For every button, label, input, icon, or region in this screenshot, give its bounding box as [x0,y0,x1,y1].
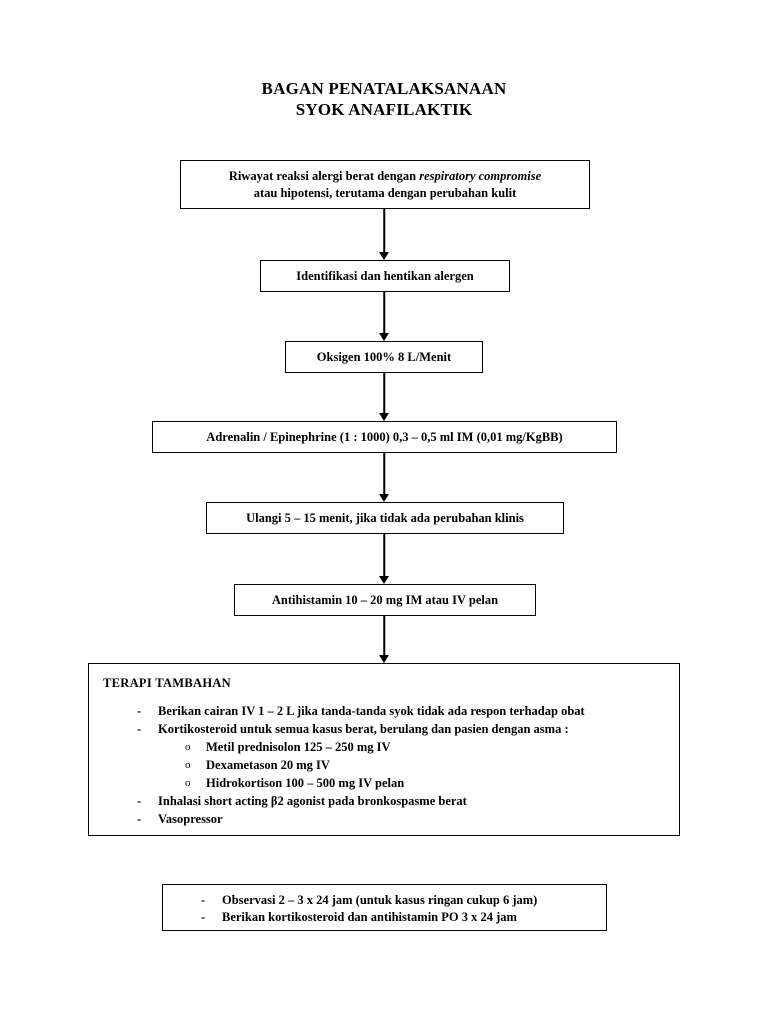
bullet-dash-icon: - [201,893,206,907]
additional-therapy-list: - Berikan cairan IV 1 – 2 L jika tanda-t… [103,702,665,828]
bullet-dash-icon: - [137,704,142,718]
flow-node-antihistamine-label: Antihistamin 10 – 20 mg IM atau IV pelan [271,592,499,607]
arrow-head-icon [379,252,389,260]
arrow-head-icon [379,333,389,341]
page-title-line-2: SYOK ANAFILAKTIK [295,100,473,119]
list-item-text: Hidrokortison 100 – 500 mg IV pelan [206,776,405,790]
flow-node-identify-allergen-label: Identifikasi dan hentikan alergen [296,268,474,283]
arrow-stem [383,616,385,655]
page-title-line-1: BAGAN PENATALAKSANAAN [261,79,507,98]
flow-node-repeat-dose-label: Ulangi 5 – 15 menit, jika tidak ada peru… [246,510,524,525]
list-item: - Berikan cairan IV 1 – 2 L jika tanda-t… [103,702,665,720]
list-item-text: Dexametason 20 mg IV [206,758,330,772]
arrow-head-icon [379,576,389,584]
flow-node-additional-therapy: TERAPI TAMBAHAN - Berikan cairan IV 1 – … [88,663,680,836]
flow-node-history: Riwayat reaksi alergi berat dengan respi… [180,160,590,209]
flow-arrow-repeat-to-antihistamine [377,534,391,584]
list-item: o Dexametason 20 mg IV [103,756,665,774]
bullet-circle-icon: o [185,741,191,753]
flow-arrow-history-to-identify [377,209,391,260]
flow-node-oxygen-label: Oksigen 100% 8 L/Menit [316,349,452,364]
arrow-stem [383,373,385,413]
bullet-dash-icon: - [137,794,142,808]
arrow-head-icon [379,494,389,502]
arrow-stem [383,292,385,333]
arrow-stem [383,534,385,576]
list-item: o Metil prednisolon 125 – 250 mg IV [103,738,665,756]
flow-node-identify-allergen: Identifikasi dan hentikan alergen [260,260,510,292]
flow-node-adrenalin-label: Adrenalin / Epinephrine (1 : 1000) 0,3 –… [206,429,563,444]
list-item-text: Berikan cairan IV 1 – 2 L jika tanda-tan… [158,704,585,718]
list-item-text: Vasopressor [158,812,223,826]
arrow-stem [383,453,385,494]
bullet-circle-icon: o [185,777,191,789]
flow-arrow-antihistamine-to-therapy [377,616,391,663]
list-item-text: Observasi 2 – 3 x 24 jam (untuk kasus ri… [222,893,538,907]
flow-node-repeat-dose: Ulangi 5 – 15 menit, jika tidak ada peru… [206,502,564,534]
list-item: - Berikan kortikosteroid dan antihistami… [173,909,596,926]
list-item: o Hidrokortison 100 – 500 mg IV pelan [103,774,665,792]
arrow-head-icon [379,413,389,421]
list-item-text: Metil prednisolon 125 – 250 mg IV [206,740,391,754]
flow-node-history-line-1-prefix: Riwayat reaksi alergi berat dengan [228,168,420,183]
flow-arrow-oxygen-to-adrenalin [377,373,391,421]
flow-node-antihistamine: Antihistamin 10 – 20 mg IM atau IV pelan [234,584,536,616]
flow-arrow-identify-to-oxygen [377,292,391,341]
flow-arrow-adrenalin-to-repeat [377,453,391,502]
bullet-circle-icon: o [185,759,191,771]
list-item: - Observasi 2 – 3 x 24 jam (untuk kasus … [173,892,596,909]
page-title: BAGAN PENATALAKSANAAN SYOK ANAFILAKTIK [0,78,768,120]
flow-node-history-text: Riwayat reaksi alergi berat dengan respi… [229,168,541,202]
flow-node-history-line-1-italic: respiratory compromise [419,168,542,183]
list-item: - Inhalasi short acting β2 agonist pada … [103,792,665,810]
arrow-head-icon [379,655,389,663]
flow-node-adrenalin: Adrenalin / Epinephrine (1 : 1000) 0,3 –… [152,421,617,453]
list-item-text: Kortikosteroid untuk semua kasus berat, … [158,722,569,736]
bullet-dash-icon: - [137,722,142,736]
bullet-dash-icon: - [137,812,142,826]
bullet-dash-icon: - [201,910,206,924]
flow-node-history-line-2: atau hipotensi, terutama dengan perubaha… [253,185,517,200]
flow-node-oxygen: Oksigen 100% 8 L/Menit [285,341,483,373]
list-item-text: Inhalasi short acting β2 agonist pada br… [158,794,467,808]
list-item-text: Berikan kortikosteroid dan antihistamin … [222,910,517,924]
list-item: - Vasopressor [103,810,665,828]
additional-therapy-heading: TERAPI TAMBAHAN [103,676,232,690]
arrow-stem [383,209,385,252]
list-item: - Kortikosteroid untuk semua kasus berat… [103,720,665,738]
flow-node-observation: - Observasi 2 – 3 x 24 jam (untuk kasus … [162,884,607,931]
